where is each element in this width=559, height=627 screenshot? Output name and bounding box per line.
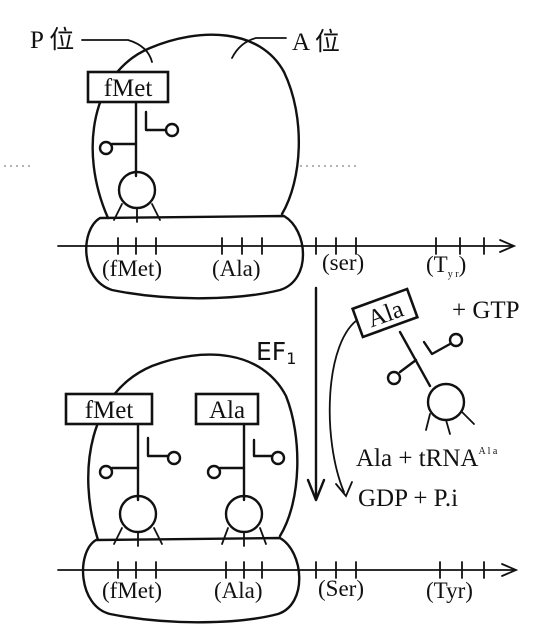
top-p-site-trna-label: fMet [104, 75, 153, 102]
bottom-p-site-trna-box [64, 392, 154, 426]
ef1-main: EF [256, 337, 286, 366]
ef1-sub: 1 [286, 349, 296, 368]
bottom-codon-fmet: (fMet) [102, 578, 162, 603]
ef1-label: EF1 [256, 337, 296, 368]
incoming-curve-arrow [328, 317, 361, 498]
top-fmet-trna [98, 98, 180, 223]
gtp-label: + GTP [452, 297, 520, 324]
top-codon-ala: (Ala) [212, 256, 261, 281]
ef1-arrow [306, 286, 326, 502]
bottom-mrna [57, 561, 519, 579]
incoming-trna-box [350, 287, 420, 339]
a-site-label: A 位 [292, 28, 340, 56]
p-site-pointer [81, 39, 153, 63]
bottom-codon-ala: (Ala) [214, 578, 263, 603]
bottom-a-site-trna-box [194, 392, 260, 426]
aminoacyl-sup: A l a [478, 446, 497, 457]
bottom-large-subunit [87, 353, 299, 542]
bottom-ala-trna [206, 420, 286, 547]
top-small-subunit [85, 214, 305, 300]
p-site-label: P 位 [30, 26, 74, 54]
incoming-ala-trna [386, 330, 475, 435]
bottom-codon-ser: (Ser) [318, 576, 364, 601]
products-label: GDP + P.i [358, 485, 458, 512]
aminoacyl-main: Ala + tRNA [356, 445, 478, 472]
top-codon-tyr-close: ) [459, 252, 467, 277]
bottom-fmet-trna [98, 420, 182, 547]
bottom-a-site-trna-label: Ala [209, 397, 245, 424]
top-mrna [57, 237, 517, 255]
top-codon-fmet: (fMet) [102, 256, 162, 281]
bottom-ribosome [81, 353, 301, 624]
top-p-site-trna-box [86, 70, 170, 104]
bottom-p-site-trna-label: fMet [85, 397, 134, 424]
top-ribosome [85, 33, 305, 300]
top-codon-tyr-sub: y r [448, 269, 460, 280]
bottom-small-subunit [81, 536, 301, 624]
top-large-subunit [91, 33, 301, 220]
aminoacyl-trna-label: Ala + tRNAA l a [356, 445, 498, 472]
a-site-pointer [231, 37, 287, 59]
top-codon-ser: (ser) [322, 250, 364, 275]
bottom-codon-tyr: (Tyr) [426, 578, 473, 603]
top-codon-tyr-main: (T [426, 252, 448, 277]
top-codon-tyr: (Ty r) [426, 252, 466, 280]
